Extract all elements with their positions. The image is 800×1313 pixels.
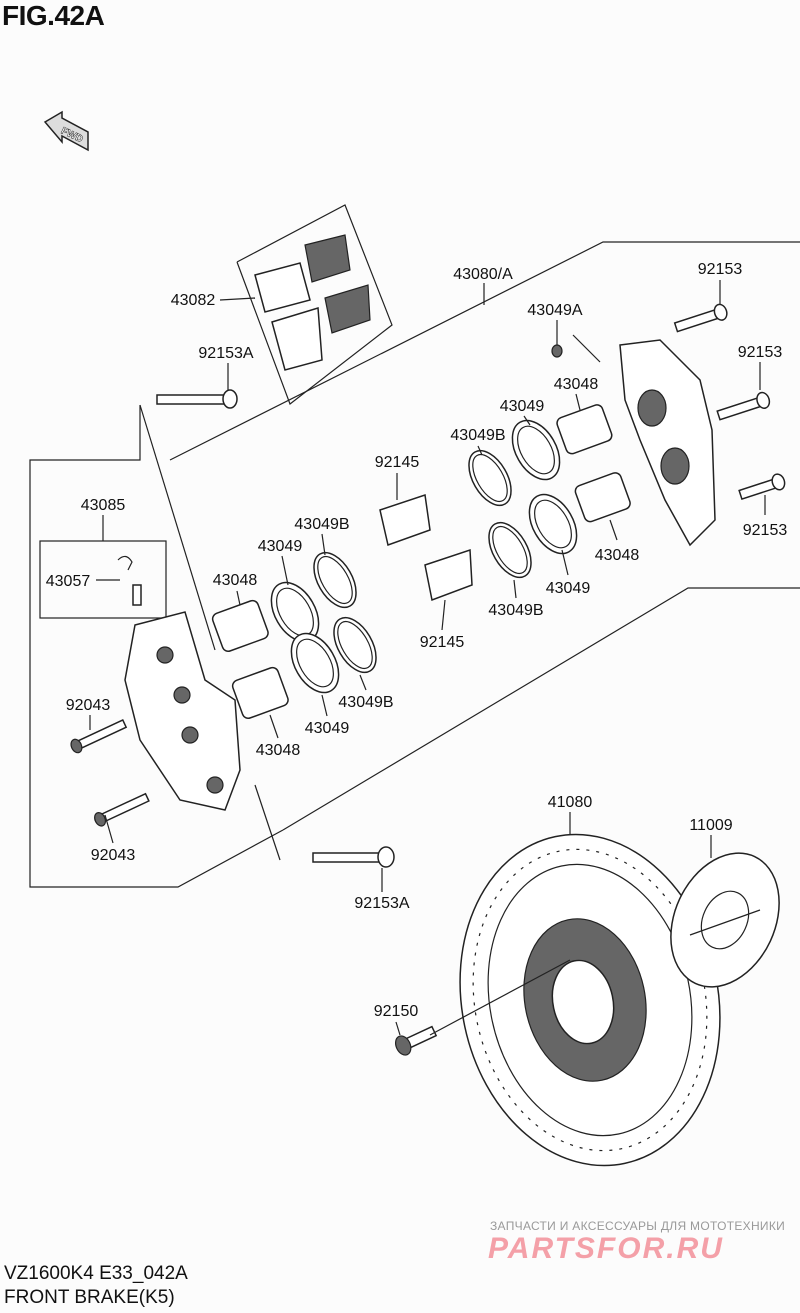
pad-springs: [379, 494, 473, 602]
model-code: VZ1600K4 E33_042A: [4, 1263, 188, 1284]
part-label: 92150: [374, 1003, 419, 1020]
part-label: 92153A: [198, 345, 253, 362]
leader-lines: [89, 280, 766, 1036]
caliper-left: [117, 555, 241, 811]
fwd-arrow-icon: FWD: [43, 110, 89, 152]
figure-title: FIG.42A: [2, 0, 105, 31]
part-label: 11009: [689, 817, 732, 834]
part-label: 92043: [66, 697, 111, 714]
pistons: [211, 404, 631, 720]
part-label: 92043: [91, 847, 136, 864]
part-label: 43049B: [338, 694, 393, 711]
part-labels: 43082 92153A 43080/A 43049A 92153 92153 …: [46, 261, 788, 1020]
part-label: 92153: [743, 522, 788, 539]
part-label: 43085: [81, 497, 126, 514]
part-label: 43049B: [488, 602, 543, 619]
part-label: 92145: [420, 634, 465, 651]
brake-disc: [459, 833, 721, 1167]
part-label: 43049: [546, 580, 591, 597]
part-label: 92153: [738, 344, 783, 361]
part-label: 43049B: [450, 427, 505, 444]
part-label: 43048: [554, 376, 599, 393]
piston-seals: [270, 419, 578, 694]
brake-pads: [254, 234, 371, 371]
part-label: 43057: [46, 573, 91, 590]
watermark-tagline: ЗАПЧАСТИ И АКСЕССУАРЫ ДЛЯ МОТОТЕХНИКИ: [490, 1219, 786, 1233]
part-label: 43049B: [294, 516, 349, 533]
caliper-right: [619, 339, 716, 547]
part-label: 43049A: [527, 302, 582, 319]
part-label: 43082: [171, 292, 216, 309]
assembly-outlines: [29, 204, 800, 888]
part-label: 43049: [305, 720, 350, 737]
part-label: 92153A: [354, 895, 409, 912]
watermark-logo: PARTSFOR.RU: [488, 1232, 724, 1265]
bolts: [70, 303, 786, 1056]
part-label: 43049: [500, 398, 545, 415]
part-label: 92153: [698, 261, 743, 278]
part-label: 92145: [375, 454, 420, 471]
gasket: [670, 852, 780, 988]
part-label: 43048: [595, 547, 640, 564]
part-label: 43080/A: [453, 266, 513, 283]
part-label: 41080: [548, 794, 593, 811]
part-label: 43048: [256, 742, 301, 759]
part-label: 43048: [213, 572, 258, 589]
part-label: 43049: [258, 538, 303, 555]
footer: VZ1600K4 E33_042A FRONT BRAKE(K5): [4, 1262, 188, 1310]
section-title: FRONT BRAKE(K5): [4, 1287, 175, 1308]
